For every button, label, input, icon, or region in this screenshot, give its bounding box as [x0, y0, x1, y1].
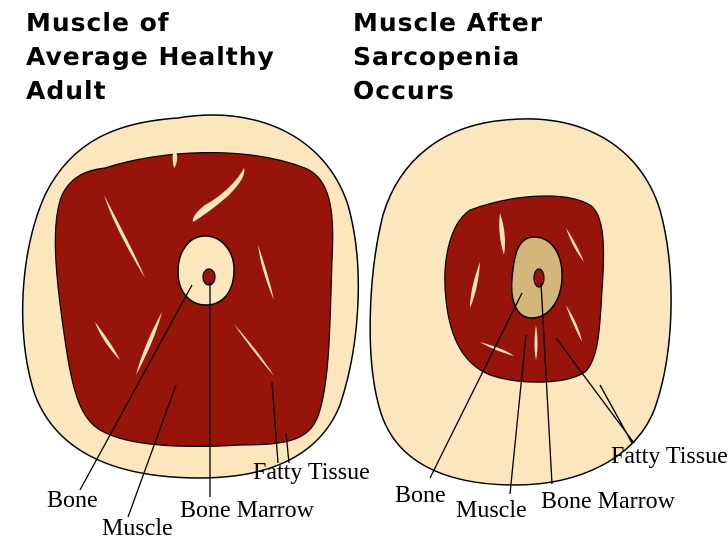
healthy-bone-label: Bone: [47, 487, 98, 513]
sarcopenia-bone-marrow: [533, 268, 545, 288]
title-line: Sarcopenia: [353, 42, 521, 71]
title-line: Occurs: [353, 76, 455, 105]
title-line: Muscle of: [26, 8, 170, 37]
healthy-bone-marrow-label: Bone Marrow: [180, 497, 315, 523]
healthy-cross-section: [21, 114, 360, 518]
healthy-bone-marrow: [202, 268, 216, 286]
sarcopenia-leader-lines: [429, 282, 635, 495]
sarcopenia-title: Muscle After Sarcopenia Occurs: [353, 6, 693, 108]
healthy-muscle-label: Muscle: [102, 515, 173, 541]
title-line: Muscle After: [353, 8, 544, 37]
intramuscular-fat-streaks: [470, 213, 584, 360]
sarcopenia-fatty-tissue-label: Fatty Tissue: [611, 443, 728, 469]
intramuscular-fat-streaks: [95, 148, 274, 376]
sarcopenia-muscle-label: Muscle: [456, 497, 527, 523]
title-line: Average Healthy: [26, 42, 275, 71]
healthy-adult-title: Muscle of Average Healthy Adult: [26, 6, 326, 108]
healthy-fatty-tissue-label: Fatty Tissue: [253, 459, 370, 485]
sarcopenia-bone-marrow-label: Bone Marrow: [541, 488, 676, 514]
title-line: Adult: [26, 76, 107, 105]
sarcopenia-cross-section: [369, 118, 672, 495]
healthy-leader-lines: [79, 282, 290, 518]
sarcopenia-bone-label: Bone: [395, 482, 446, 508]
